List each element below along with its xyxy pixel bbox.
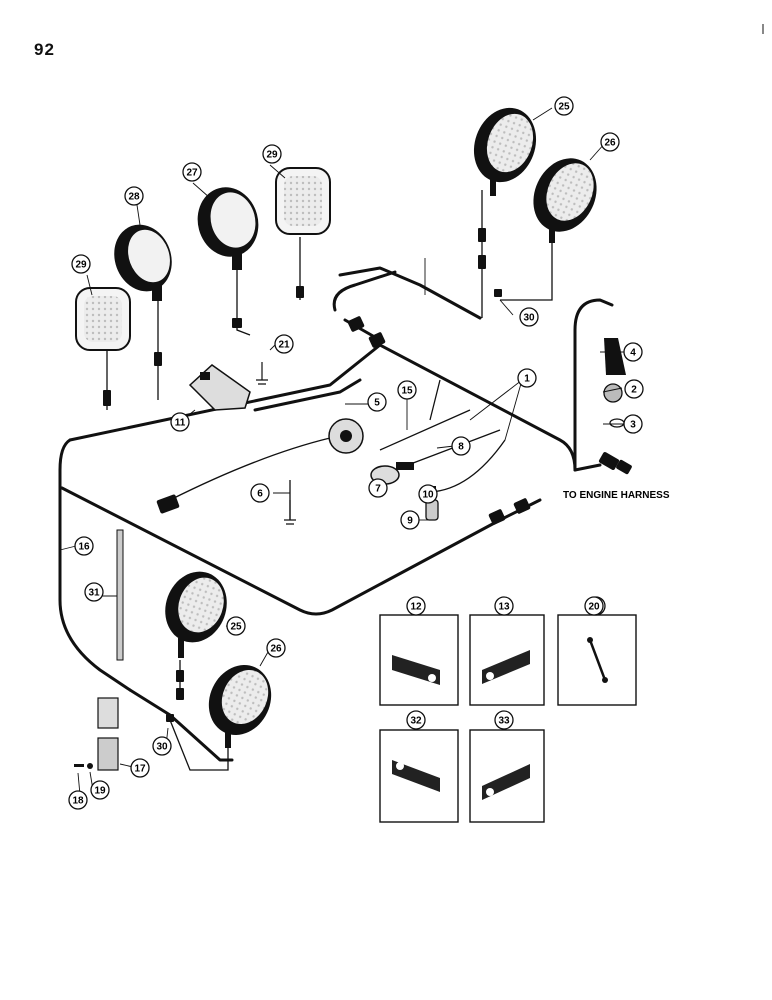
callout-circle [400, 510, 420, 530]
callout-label: 19 [94, 786, 106, 797]
callout-circle [274, 334, 294, 354]
callout-circle [152, 736, 172, 756]
callout-label: 2 [631, 385, 637, 396]
round-lamp-27 [197, 187, 259, 270]
callout-label: 32 [410, 716, 422, 727]
callout-circle [130, 758, 150, 778]
round-lamp-28 [114, 224, 172, 301]
callout-label: 13 [498, 602, 510, 613]
callout-circle [397, 380, 417, 400]
callout-circle [71, 254, 91, 274]
callout-label: 11 [175, 418, 186, 429]
callout-circle [494, 710, 514, 730]
callout-circle [124, 186, 144, 206]
page-number: 92 [34, 40, 55, 59]
callout-circle [494, 596, 514, 616]
callout-circle [68, 790, 88, 810]
callout-label: 18 [72, 796, 84, 807]
callout-label: 26 [604, 138, 616, 149]
callout-label: 17 [134, 764, 146, 775]
callout-circle [554, 96, 574, 116]
callout-circle [600, 132, 620, 152]
callout-label: 3 [630, 420, 636, 431]
engine-harness-note: TO ENGINE HARNESS [563, 490, 670, 501]
harness-wires [58, 266, 614, 762]
callout-circle [584, 596, 604, 616]
part-17-bracket [97, 697, 119, 771]
inset-12 [379, 614, 459, 706]
square-lamp-29-left [75, 287, 131, 351]
callout-circle [74, 536, 94, 556]
callout-label: 33 [498, 716, 510, 727]
callout-circle [90, 780, 110, 800]
callout-circle [451, 436, 471, 456]
callout-label: 25 [558, 102, 570, 113]
part-4-cap [604, 338, 626, 375]
round-lamp-25-top [473, 107, 537, 196]
callout-label: 4 [630, 348, 636, 359]
callout-circle [406, 596, 426, 616]
callout-label: 7 [375, 484, 381, 495]
inset-32 [379, 729, 459, 823]
part-11-switch [188, 364, 251, 411]
callout-circle [182, 162, 202, 182]
callout-label: 1 [524, 374, 530, 385]
part-6-ground [284, 500, 296, 525]
callout-circle [624, 379, 644, 399]
callout-label: 9 [407, 516, 413, 527]
callout-label: 28 [128, 192, 140, 203]
callouts: 1234567891011121314151617181920212525262… [68, 96, 644, 810]
part-21-ground [256, 362, 268, 385]
callout-label: 26 [270, 644, 282, 655]
callout-label: 30 [523, 313, 535, 324]
square-lamp-29-top [275, 167, 331, 235]
part-3-washer [609, 418, 625, 428]
callout-label: 29 [75, 260, 87, 271]
part-2-switch [603, 383, 623, 403]
callout-label: 25 [230, 622, 242, 633]
round-lamp-26-top [533, 158, 597, 243]
callout-circle [262, 144, 282, 164]
callout-label: 27 [186, 168, 198, 179]
harness-connectors [103, 228, 632, 722]
callout-label: 5 [374, 398, 380, 409]
callout-label: 16 [78, 542, 90, 553]
callout-label: 30 [156, 742, 168, 753]
callout-label: 10 [422, 490, 434, 501]
callout-label: 6 [257, 489, 263, 500]
inset-33 [469, 729, 545, 823]
inset-20 [557, 614, 637, 706]
callout-circle [368, 478, 388, 498]
round-lamp-26-bottom [208, 664, 272, 748]
callout-circle [623, 414, 643, 434]
callout-circle [519, 307, 539, 327]
callout-circle [406, 710, 426, 730]
part-31-strap [116, 529, 124, 661]
callout-circle [418, 484, 438, 504]
callout-circle [170, 412, 190, 432]
callout-label: 31 [88, 588, 100, 599]
part-5-gauge [328, 418, 364, 454]
callout-circle [367, 392, 387, 412]
callout-circle [517, 368, 537, 388]
callout-circle [266, 638, 286, 658]
inset-13 [469, 614, 545, 706]
callout-circle [84, 582, 104, 602]
callout-label: 8 [458, 442, 464, 453]
callout-label: 20 [588, 602, 600, 613]
callout-label: 29 [266, 150, 278, 161]
callout-circle [623, 342, 643, 362]
round-lamp-25-bottom [165, 571, 227, 658]
part-18-19-bolt [74, 763, 93, 769]
callout-label: 21 [278, 340, 290, 351]
callout-circle [226, 616, 246, 636]
callout-circle [250, 483, 270, 503]
callout-label: 12 [410, 602, 422, 613]
callout-label: 15 [401, 386, 413, 397]
